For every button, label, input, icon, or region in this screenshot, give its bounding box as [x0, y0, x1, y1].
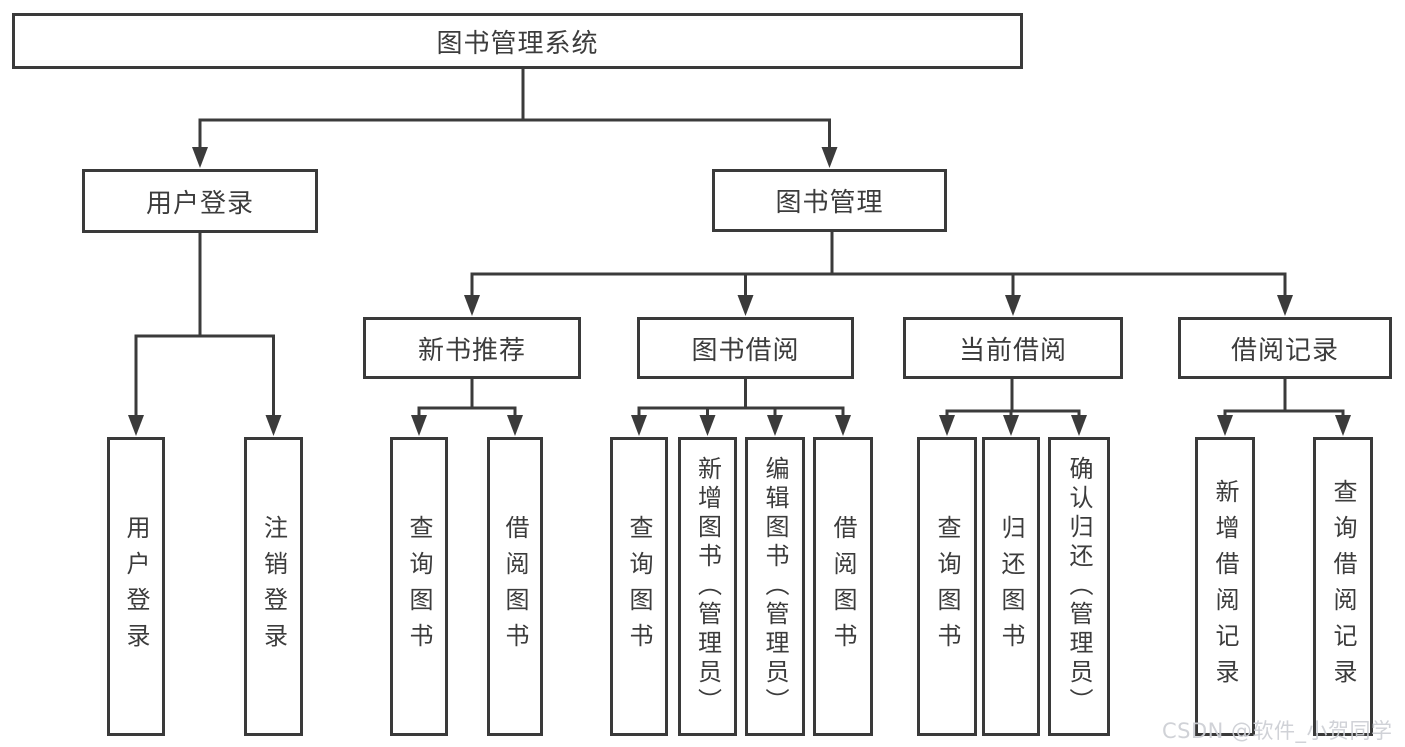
node-label: 查询图书: [933, 514, 961, 659]
node-cur-query: 查询图书: [917, 437, 977, 736]
node-label: 当前借阅: [958, 335, 1067, 366]
node-book-mgmt: 图书管理: [712, 169, 947, 232]
node-label: 借阅图书: [829, 514, 857, 659]
node-login-leaf: 用户登录: [107, 437, 165, 736]
node-label: 确认归还（管理员）: [1065, 456, 1093, 717]
node-borrow-do: 借阅图书: [813, 437, 873, 736]
node-user-login: 用户登录: [82, 169, 318, 233]
node-label: 查询图书: [405, 514, 433, 659]
node-label: 归还图书: [997, 514, 1025, 659]
node-rec-query: 查询图书: [390, 437, 448, 736]
node-label: 新增图书（管理员）: [693, 456, 722, 717]
node-label: 图书借阅: [691, 335, 800, 366]
node-cur-confirm: 确认归还（管理员）: [1048, 437, 1110, 736]
node-borrow-query: 查询图书: [610, 437, 668, 736]
watermark: CSDN @软件_小贺同学: [1162, 719, 1393, 743]
node-hist-query: 查询借阅记录: [1313, 437, 1373, 736]
node-borrow-records: 借阅记录: [1178, 317, 1392, 379]
node-label: 借阅图书: [501, 514, 529, 659]
node-current-borrow: 当前借阅: [903, 317, 1123, 379]
node-label: 图书管理: [775, 188, 884, 218]
node-borrow-add: 新增图书（管理员）: [678, 437, 737, 736]
node-new-book-rec: 新书推荐: [363, 317, 581, 379]
node-label: 图书管理系统: [436, 28, 599, 59]
node-label: 借阅记录: [1230, 335, 1339, 366]
node-cur-return: 归还图书: [982, 437, 1040, 736]
node-rec-borrow: 借阅图书: [487, 437, 543, 736]
node-borrow-edit: 编辑图书（管理员）: [745, 437, 805, 736]
node-label: 查询图书: [625, 514, 653, 659]
node-label: 编辑图书（管理员）: [761, 456, 789, 717]
node-hist-add: 新增借阅记录: [1195, 437, 1255, 736]
node-root: 图书管理系统: [12, 13, 1023, 69]
node-label: 用户登录: [122, 514, 150, 659]
node-label: 新增借阅记录: [1211, 478, 1239, 695]
node-label: 注销登录: [259, 514, 288, 659]
node-label: 新书推荐: [417, 335, 526, 366]
node-logout-leaf: 注销登录: [244, 437, 303, 736]
node-label: 查询借阅记录: [1329, 478, 1357, 695]
node-label: 用户登录: [145, 188, 254, 219]
node-book-borrow: 图书借阅: [637, 317, 854, 379]
